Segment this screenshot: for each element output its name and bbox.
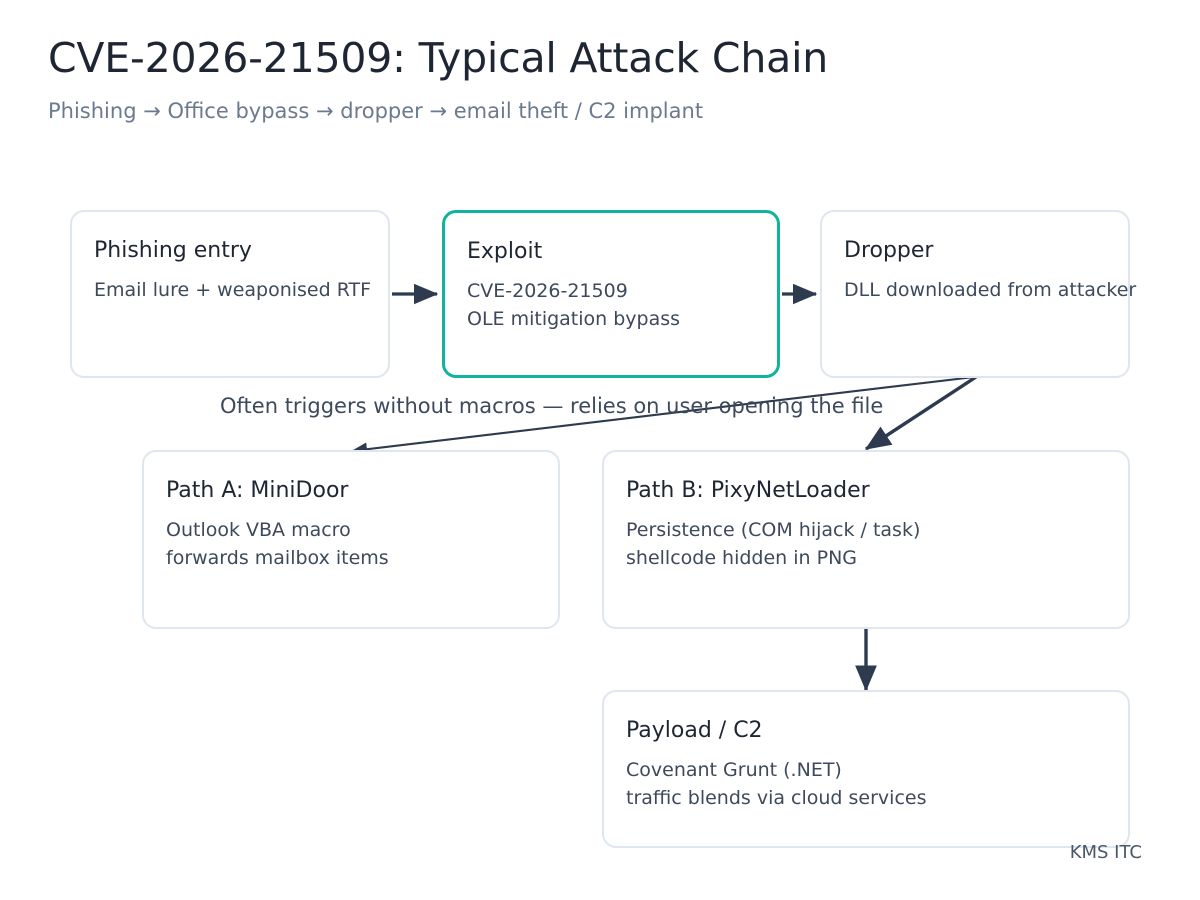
page-title: CVE-2026-21509: Typical Attack Chain <box>48 34 829 82</box>
node-path-b[interactable]: Path B: PixyNetLoader Persistence (COM h… <box>602 450 1130 629</box>
node-body: Covenant Grunt (.NET) traffic blends via… <box>626 756 926 812</box>
edge-annotation: Often triggers without macros — relies o… <box>220 394 884 418</box>
node-dropper[interactable]: Dropper DLL downloaded from attacker <box>820 210 1136 378</box>
node-title: Path B: PixyNetLoader <box>626 478 870 503</box>
node-body: Email lure + weaponised RTF <box>94 276 371 304</box>
node-body-line: Email lure + weaponised RTF <box>94 279 372 301</box>
node-body: Outlook VBA macro forwards mailbox items <box>166 516 389 572</box>
node-phishing-entry[interactable]: Phishing entry Email lure + weaponised R… <box>70 210 390 378</box>
node-title: Dropper <box>844 238 934 263</box>
footer-brand: KMS ITC <box>1069 842 1142 863</box>
node-body-line: Persistence (COM hijack / task) <box>626 519 921 541</box>
node-body-line: Outlook VBA macro <box>166 519 351 541</box>
node-body-line: OLE mitigation bypass <box>467 308 681 330</box>
node-body-line: Covenant Grunt (.NET) <box>626 759 842 781</box>
node-body-line: CVE-2026-21509 <box>467 280 628 302</box>
page-subtitle: Phishing → Office bypass → dropper → ema… <box>48 99 704 123</box>
node-body: Persistence (COM hijack / task) shellcod… <box>626 516 920 572</box>
node-body-line: forwards mailbox items <box>166 547 389 569</box>
node-title: Path A: MiniDoor <box>166 478 349 503</box>
node-body-line: shellcode hidden in PNG <box>626 547 858 569</box>
node-path-a[interactable]: Path A: MiniDoor Outlook VBA macro forwa… <box>142 450 560 629</box>
node-payload-c2[interactable]: Payload / C2 Covenant Grunt (.NET) traff… <box>602 690 1130 848</box>
node-title: Exploit <box>467 239 543 264</box>
node-body: DLL downloaded from attacker <box>844 276 1136 304</box>
node-exploit[interactable]: Exploit CVE-2026-21509 OLE mitigation by… <box>442 210 780 378</box>
node-body: CVE-2026-21509 OLE mitigation bypass <box>467 277 680 333</box>
node-body-line: DLL downloaded from attacker <box>844 279 1137 301</box>
node-body-line: traffic blends via cloud services <box>626 787 927 809</box>
node-title: Phishing entry <box>94 238 252 263</box>
node-title: Payload / C2 <box>626 718 763 743</box>
